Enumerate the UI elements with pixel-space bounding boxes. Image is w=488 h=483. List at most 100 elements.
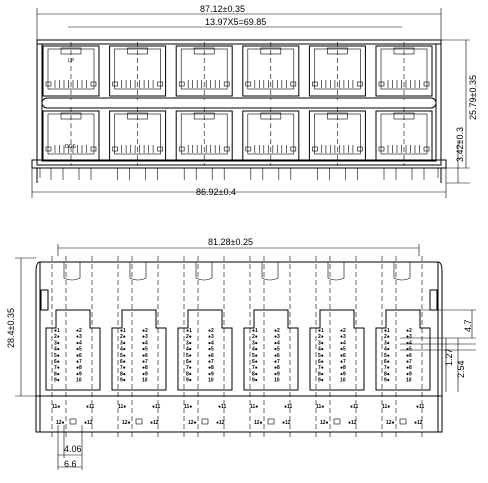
led-right [157,146,163,152]
pin-label: 7● [54,365,60,371]
pin-label: ●7 [406,359,412,365]
pin-label: ●9 [76,371,82,377]
pin-label: ●8 [76,365,82,371]
key-notch [135,418,143,425]
port-opening [380,48,428,90]
pin-label: ●6 [274,353,280,359]
pin-label: 3● [120,340,126,346]
pin-label: ●7 [340,359,346,365]
pin-label: ●8 [274,365,280,371]
pin-label: 10 [406,378,412,384]
pin-label: 4● [384,347,390,353]
pin-label: ●2 [76,328,82,334]
pin-label: 8● [384,371,390,377]
pin-label: 6● [54,359,60,365]
pin-label-12: ●12 [282,420,291,426]
pin-label: ●9 [340,371,346,377]
latch-slot [129,262,147,281]
port-opening [114,48,161,90]
pin-label-12: 12● [188,420,197,426]
latch-slot [393,262,411,281]
pin-label: ●5 [340,347,346,353]
port-lower-4 [242,107,300,165]
led-left [178,81,185,87]
pin-label: ●6 [208,353,214,359]
pin-label: ●2 [340,328,346,334]
led-left [312,81,318,87]
led-right [423,146,430,152]
pin-label: 10 [274,378,280,384]
pin-label: ●9 [406,371,412,377]
pin-label: ●3 [142,334,148,340]
pin-label: 3● [252,340,258,346]
module-outline [45,309,101,391]
pin-label: ●7 [208,359,214,365]
pin-label: 8● [252,371,258,377]
pin-label: 9● [384,378,390,384]
pin-label: 3● [186,340,192,346]
dim-bottom-offset: 3.42±0.3 [455,127,465,162]
latch-slot [195,262,213,281]
dim-right-mid-a: 1.27 [444,348,454,366]
dim-right-mid-b: 2.54 [456,360,466,378]
pin-label-11: 11● [316,404,324,410]
shield-latches [63,262,411,281]
ports-upper-row [42,42,433,100]
pin-label: ●2 [142,328,148,334]
pin-label: ●7 [76,359,82,365]
pin-label: 5● [318,353,324,359]
port-lower-2 [109,107,167,165]
middle-divider [41,97,437,109]
pin-label: ●5 [208,347,214,353]
pin-label: ●3 [406,334,412,340]
pin-label: ●5 [142,347,148,353]
port-lower-1 [42,107,100,165]
port-opening [47,48,95,90]
module-1: ●1●22●●33●●44●●55●●66●●77●●88●●99●1011●●… [45,309,101,426]
pin-label: 5● [186,353,192,359]
port-opening [180,113,228,155]
led-mark-bottom: DGS [65,144,77,150]
led-left [45,81,52,87]
pin-label: 2● [120,334,126,340]
pin-label: ●4 [340,340,346,346]
dim-pin-span: 81.28±0.25 [208,237,253,247]
pin-label: ●3 [340,334,346,340]
pin-label: ●6 [142,353,148,359]
pin-label: 6● [120,359,126,365]
led-right [157,81,163,87]
module-4: ●1●22●●33●●44●●55●●66●●77●●88●●99●1011●●… [243,309,299,426]
led-left [245,146,252,152]
pin-label: 8● [186,371,192,377]
module-2: ●1●22●●33●●44●●55●●66●●77●●88●●99●1011●●… [111,309,167,426]
pin-label: 3● [384,340,390,346]
led-left [178,146,185,152]
port-upper-6 [375,42,433,100]
centerlines [51,256,423,440]
led-right [290,81,297,87]
top-view: 87.12±0.35 13.97X5=69.85 LP DGS 25.79±0.… [31,4,478,198]
pin-label: 5● [54,353,60,359]
led-left [378,146,385,152]
led-left [112,81,118,87]
latch-slot [261,262,279,281]
pin-label: ●9 [208,371,214,377]
port-opening [247,113,295,155]
pin-label-11: 11● [382,404,390,410]
pin-label: 2● [252,334,258,340]
pin-label: ●1 [54,328,60,334]
key-notch [69,418,77,425]
port-upper-1 [42,42,100,100]
pin-label: ●9 [274,371,280,377]
pin-label: 10 [76,378,82,384]
pin-label: 10 [208,378,214,384]
pin-label: ●6 [340,353,346,359]
pin-modules: ●1 ●2 2● ●3 3● ●4 4● ●5 5● ●6 6● ●7 7● ●8 8● ●9 9● 10 11● ●… [45,309,431,426]
led-left [45,146,52,152]
pin-label: ●1 [120,328,126,334]
pin-label: 10 [340,378,346,384]
led-right [357,81,363,87]
pin-label-11: 11● [250,404,258,410]
pin-label: ●6 [406,353,412,359]
